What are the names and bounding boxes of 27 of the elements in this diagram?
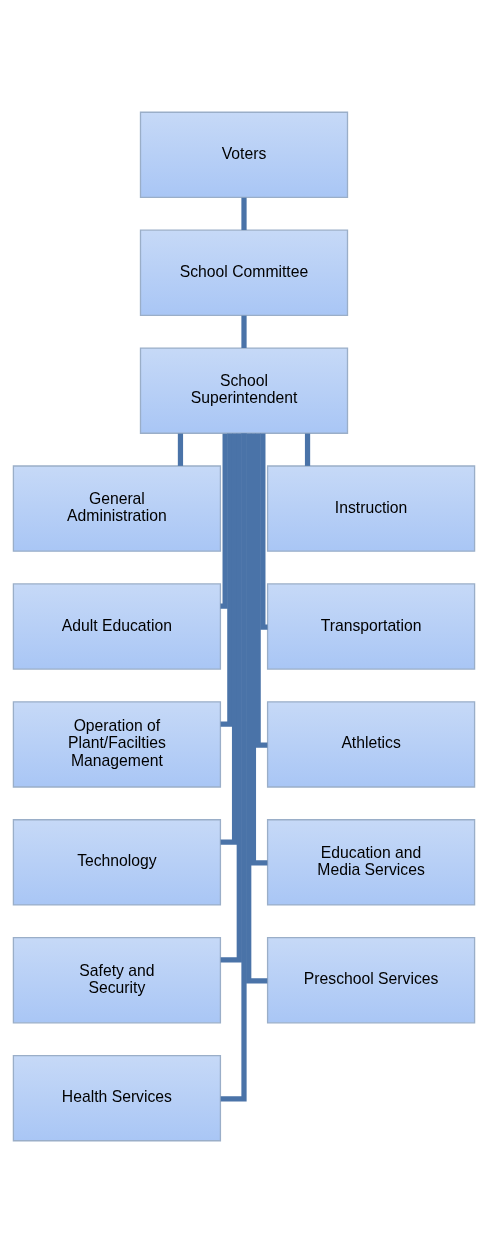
connector	[220, 433, 238, 845]
node-box: Education and Media Services	[266, 818, 476, 906]
connector	[220, 432, 242, 963]
node-box: Transportation	[266, 582, 476, 670]
connector	[220, 433, 233, 727]
node-box: Health Services	[12, 1054, 222, 1141]
node-box: Safety and Security	[12, 936, 222, 1023]
connector	[246, 433, 268, 984]
connector	[220, 433, 228, 609]
connector	[255, 432, 268, 748]
node-box: Operation of Plant/Facilties Management	[12, 700, 222, 788]
node-box: Athletics	[266, 700, 476, 788]
node-box: School Superintendent	[139, 346, 349, 434]
connector	[250, 432, 268, 866]
connector	[241, 197, 247, 230]
node-box: Voters	[139, 111, 349, 198]
connector	[304, 433, 311, 466]
connector	[260, 433, 268, 630]
node-box: General Administration	[12, 464, 222, 552]
connector	[177, 433, 184, 466]
connector	[241, 315, 247, 348]
node-box: Instruction	[266, 464, 476, 552]
node-box: Preschool Services	[266, 936, 476, 1023]
node-box: Adult Education	[12, 582, 222, 670]
node-box: Technology	[12, 818, 222, 906]
node-box: School Committee	[139, 229, 349, 316]
connector	[220, 432, 247, 1101]
